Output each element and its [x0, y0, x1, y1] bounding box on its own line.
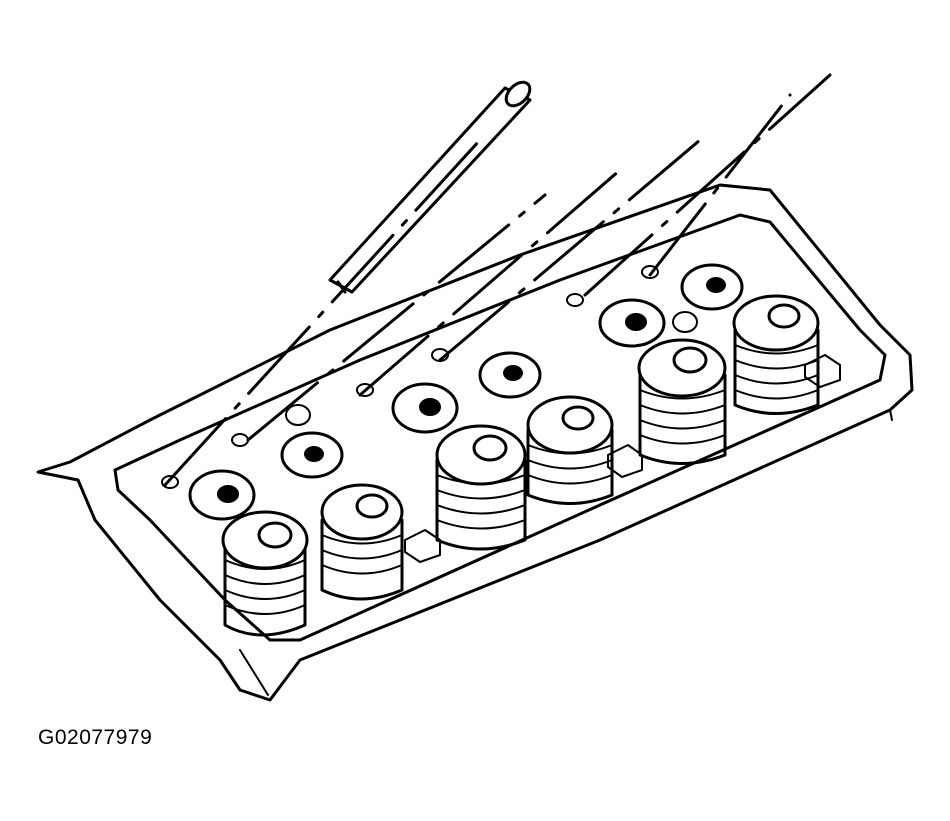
head-bolts — [404, 354, 841, 563]
rocker-pivot — [188, 469, 256, 521]
valve-spring — [526, 395, 614, 505]
rocker-pivot — [280, 431, 344, 479]
valve-spring — [320, 483, 404, 601]
rocker-pivots — [188, 263, 744, 521]
rocker-pivot — [598, 298, 666, 348]
oil-holes — [161, 265, 698, 489]
alignment-lines — [163, 73, 832, 487]
valve-spring — [637, 338, 727, 465]
valve-springs — [221, 294, 820, 637]
valve-spring — [221, 510, 309, 637]
rocker-pivot — [478, 351, 542, 399]
valve-spring — [435, 424, 527, 551]
rocker-pivot — [391, 382, 459, 434]
cylinder-head-outline — [36, 183, 914, 702]
figure-code: G02077979 — [38, 726, 153, 749]
valve-spring — [732, 294, 820, 415]
rocker-pivot — [680, 263, 744, 311]
